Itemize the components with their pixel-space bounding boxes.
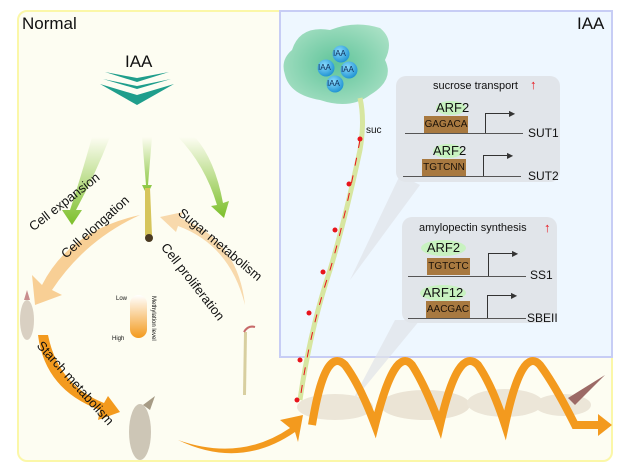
tss-arrowhead-icon: ▶ — [511, 291, 518, 300]
tss-arrowhead-icon: ▶ — [512, 249, 519, 258]
tss-line — [487, 295, 488, 318]
dna-line — [403, 176, 521, 177]
arf-factor: ARF2 — [436, 100, 470, 115]
methylation-high-label: High — [112, 336, 125, 342]
petiole-stem — [297, 97, 365, 401]
tss-arrow-icon — [483, 155, 507, 156]
gene-name: SUT2 — [528, 169, 559, 183]
rhizome-image-bottom — [129, 396, 155, 460]
callout-amylopectin-wedge — [350, 320, 420, 405]
chevron-down-icon — [100, 72, 174, 105]
sucrose-flow-arrows — [299, 139, 361, 401]
tss-arrowhead-icon: ▶ — [509, 109, 516, 118]
suc-label: suc — [366, 125, 382, 136]
iaa-molecule-cluster — [317, 45, 358, 93]
arf-factor: ARF12 — [420, 285, 466, 301]
dna-line — [408, 318, 526, 319]
green-arrow-right — [178, 137, 229, 218]
normal-panel-title: Normal — [22, 14, 77, 33]
methylation-bar — [130, 295, 147, 338]
sucrose-dots — [294, 136, 363, 403]
green-arrow-center — [142, 137, 152, 195]
tss-line — [488, 253, 489, 276]
light-orange-arrow-left — [32, 215, 140, 305]
tss-arrow-icon — [488, 253, 512, 254]
gene-name: SUT1 — [528, 126, 559, 140]
promoter-motif: TGTCTC — [427, 258, 470, 275]
iaa-panel-title: IAA — [577, 14, 605, 33]
methylation-level-title: Methylation level — [150, 296, 156, 341]
seedling-image-center — [145, 188, 153, 242]
tss-line — [485, 113, 486, 133]
gene-name: SS1 — [530, 268, 553, 282]
iaa-molecule: IAA — [327, 79, 340, 88]
promoter-motif: TGTCNN — [422, 159, 466, 176]
arf-factor: ARF2 — [421, 240, 466, 256]
lotus-leaf — [283, 24, 389, 105]
promoter-motif: GAGACA — [424, 116, 468, 133]
light-orange-arrow-right — [160, 212, 245, 305]
iaa-molecule: IAA — [333, 49, 346, 58]
up-arrow-icon: ↑ — [544, 220, 551, 235]
tss-arrow-icon — [487, 295, 511, 296]
up-arrow-icon: ↑ — [530, 77, 537, 92]
orange-arrow-bottom — [178, 415, 303, 454]
dna-line — [405, 133, 523, 134]
helix-arrowhead — [598, 414, 612, 436]
dna-line — [408, 276, 526, 277]
tss-arrowhead-icon: ▶ — [507, 151, 514, 160]
tss-line — [483, 155, 484, 176]
amylopectin-synthesis-title: amylopectin synthesis — [419, 222, 527, 234]
tss-arrow-icon — [485, 113, 509, 114]
methylation-low-label: Low — [116, 296, 128, 302]
iaa-molecule: IAA — [318, 63, 331, 72]
orange-arrow-starch — [38, 335, 120, 420]
iaa-label: IAA — [125, 52, 153, 71]
callout-sucrose-wedge — [350, 175, 420, 280]
iaa-molecule: IAA — [341, 65, 354, 74]
gene-name: SBEII — [527, 311, 558, 325]
arf-factor: ARF2 — [433, 143, 467, 158]
orange-helix-arrow — [308, 357, 600, 441]
sucrose-transport-title: sucrose transport — [433, 80, 518, 92]
shoot-image-right — [243, 325, 256, 395]
bud-image-left — [20, 290, 34, 340]
promoter-motif: AACGAC — [426, 301, 470, 318]
green-arrow-left — [62, 137, 110, 225]
